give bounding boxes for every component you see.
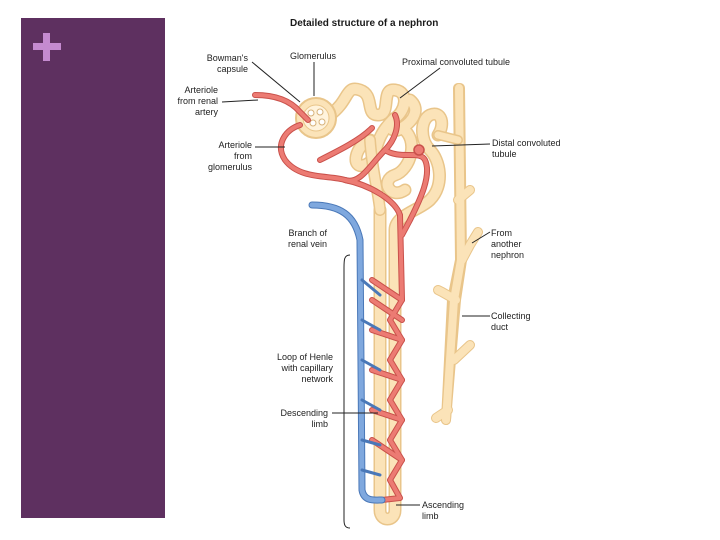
label-descending-limb: Descending limb — [262, 408, 328, 430]
label-collecting-duct: Collecting duct — [491, 311, 531, 333]
label-arteriole-from-glomerulus: Arteriole from glomerulus — [190, 140, 252, 173]
label-from-another-nephron: From another nephron — [491, 228, 524, 261]
label-distal-tubule: Distal convoluted tubule — [492, 138, 561, 160]
label-proximal-tubule: Proximal convoluted tubule — [402, 57, 510, 68]
label-glomerulus: Glomerulus — [290, 51, 336, 62]
label-arteriole-from-renal-artery: Arteriole from renal artery — [160, 85, 218, 118]
label-ascending-limb: Ascending limb — [422, 500, 464, 522]
label-branch-of-renal-vein: Branch of renal vein — [255, 228, 327, 250]
label-loop-of-henle: Loop of Henle with capillary network — [255, 352, 333, 385]
label-bowmans-capsule: Bowman's capsule — [190, 53, 248, 75]
